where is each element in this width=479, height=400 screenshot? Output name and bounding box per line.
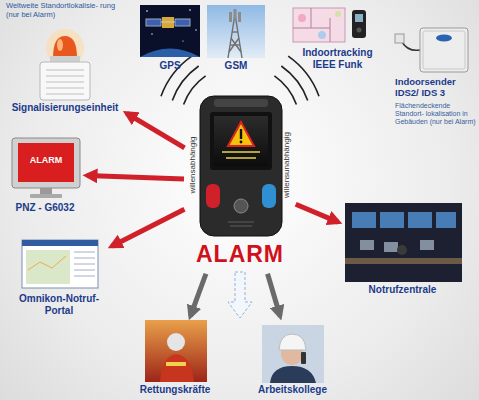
optional-arrow xyxy=(228,272,252,318)
text-block: Indoorsender IDS2/ IDS 3 Flächendeckende … xyxy=(395,77,477,126)
arrow-connector xyxy=(296,204,338,222)
text-block: GPS xyxy=(138,60,202,72)
node-label: GSM xyxy=(205,60,267,72)
node-label: Indoorsender IDS2/ IDS 3 xyxy=(395,77,477,99)
node-label: ALARM xyxy=(188,241,292,267)
monitor-illustration xyxy=(12,138,80,198)
output-target: Signalisierungseinheit xyxy=(5,38,125,115)
portal-screenshot xyxy=(22,240,98,288)
text-block: PNZ - G6032 xyxy=(5,202,85,214)
control-room-photo xyxy=(345,203,462,282)
rescue-photo xyxy=(145,320,207,382)
alarm-device-illustration xyxy=(200,96,282,236)
node-label: Omnikon-Notruf-Portal xyxy=(8,293,110,316)
arrow-connector xyxy=(190,274,206,316)
screen-text: ALARM xyxy=(18,155,74,165)
node-label: GPS xyxy=(138,60,202,72)
text-block: Indoortracking IEEE Funk xyxy=(298,47,378,70)
floorplan-illustration xyxy=(293,8,366,42)
output-target: PNZ - G6032 xyxy=(5,130,85,218)
node-label: Indoortracking IEEE Funk xyxy=(298,47,378,70)
transmitter-device xyxy=(395,28,468,72)
location-source: GPS xyxy=(138,3,202,73)
arrow-connector xyxy=(87,176,184,179)
satellite-photo xyxy=(140,5,200,57)
arrow-connector xyxy=(112,209,185,246)
note-text: Weltweite Standortlokalisie- rung (nur b… xyxy=(6,2,124,19)
node-label: PNZ - G6032 xyxy=(5,202,85,214)
location-source: Indoortracking IEEE Funk xyxy=(290,3,385,75)
indoor-transmitter: Indoorsender IDS2/ IDS 3 Flächendeckende … xyxy=(395,15,477,145)
node-description: Flächendeckende Standort- lokalisation i… xyxy=(395,102,477,126)
alarm-device: ALARM xyxy=(188,92,292,270)
siren-illustration xyxy=(40,29,90,100)
location-source: GSM xyxy=(205,3,267,73)
arrow-connector xyxy=(127,113,185,148)
node-label: Notrufzentrale xyxy=(340,284,465,296)
node-label: Signalisierungseinheit xyxy=(5,102,125,114)
text-block: Rettungskräfte xyxy=(135,384,215,396)
side-label: willensabhängig xyxy=(187,120,199,210)
text-block: Notrufzentrale xyxy=(340,284,465,296)
colleague-photo xyxy=(262,325,324,383)
text-block: ALARM xyxy=(188,241,292,267)
output-target: Arbeitskollege xyxy=(255,318,330,398)
node-label: Rettungskräfte xyxy=(135,384,215,396)
text-block: Signalisierungseinheit xyxy=(5,102,125,114)
arrow-connector xyxy=(268,274,281,316)
text-block: Arbeitskollege xyxy=(255,384,330,396)
text-block: GSM xyxy=(205,60,267,72)
side-label: willensunabhängig xyxy=(281,115,293,215)
text-block: Omnikon-Notruf-Portal xyxy=(8,293,110,316)
output-target: Rettungskräfte xyxy=(135,318,215,398)
antenna-tower-photo xyxy=(207,5,265,58)
node-label: Arbeitskollege xyxy=(255,384,330,396)
output-target: Omnikon-Notruf-Portal xyxy=(8,238,110,308)
output-target: Notrufzentrale xyxy=(340,200,465,298)
